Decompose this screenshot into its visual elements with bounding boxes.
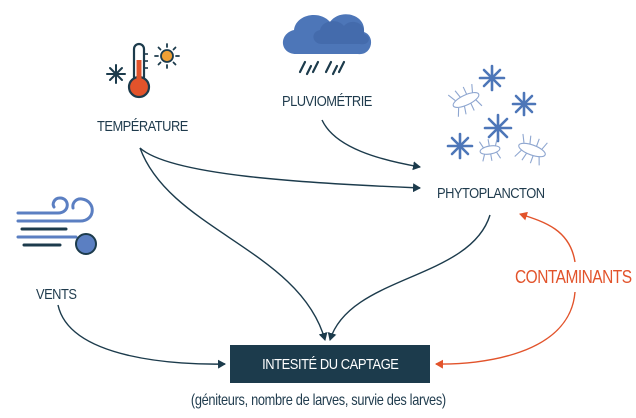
arrow-contaminants-to-captage — [435, 291, 576, 369]
diatom-icon — [447, 84, 548, 166]
node-label-vents: VENTS — [36, 286, 77, 303]
captage-subtitle: (géniteurs, nombre de larves, survie des… — [0, 392, 636, 410]
snowflake-icon — [106, 64, 126, 84]
captage-box: INTESITÉ DU CAPTAGE — [230, 345, 430, 383]
arrow-contaminants-to-phytoplancton — [519, 211, 576, 263]
arrow-phytoplancton-to-captage — [327, 214, 491, 341]
node-label-temperature: TEMPÉRATURE — [97, 118, 188, 135]
sun-icon — [154, 43, 180, 69]
node-label-pluviometrie: PLUVIOMÉTRIE — [282, 93, 372, 110]
arrow-temperature-to-phytoplancton — [139, 147, 421, 193]
rain-cloud-icon — [282, 14, 372, 76]
node-label-phytoplancton: PHYTOPLANCTON — [437, 185, 545, 202]
arrow-vents-to-captage — [57, 304, 226, 369]
captage-subtitle-text: (géniteurs, nombre de larves, survie des… — [190, 392, 446, 409]
wind-icon — [16, 196, 97, 255]
plankton-icon — [446, 64, 537, 160]
arrow-pluviometrie-to-phytoplancton — [321, 119, 421, 171]
arrow-temperature-to-captage — [139, 147, 328, 341]
thermometer-icon — [127, 42, 151, 99]
node-label-captage: INTESITÉ DU CAPTAGE — [261, 355, 399, 373]
node-label-contaminants: CONTAMINANTS — [515, 267, 632, 287]
